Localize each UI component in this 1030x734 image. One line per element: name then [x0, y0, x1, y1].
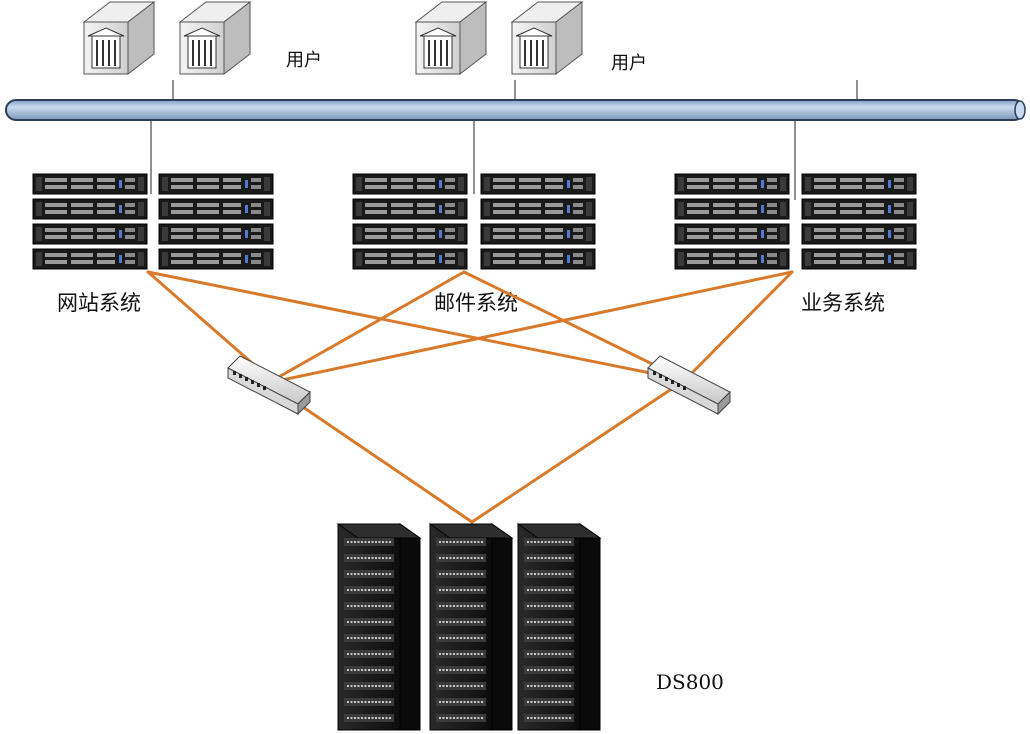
- users-label-left: 用户: [286, 50, 322, 71]
- rack-server-icon: [480, 223, 596, 245]
- storage-rack-icon: [517, 523, 601, 731]
- user-group-right: 用户: [415, 1, 647, 75]
- user-computer-icon: [415, 1, 487, 75]
- storage-label: DS800: [656, 670, 724, 694]
- rack-server-icon: [158, 248, 274, 270]
- rack-server-icon: [801, 173, 917, 195]
- rack-server-icon: [674, 198, 790, 220]
- rack-server-icon: [480, 248, 596, 270]
- bus-drop-lines: [150, 80, 858, 200]
- rack-server-icon: [352, 248, 468, 270]
- rack-server-icon: [352, 198, 468, 220]
- rack-server-icon: [480, 198, 596, 220]
- web-system-label: 网站系统: [57, 291, 141, 315]
- business-system-label: 业务系统: [801, 291, 885, 315]
- rack-server-icon: [480, 173, 596, 195]
- storage-rack-icon: [429, 523, 513, 731]
- rack-server-icon: [158, 223, 274, 245]
- rack-server-icon: [352, 173, 468, 195]
- user-group-left: 用户: [83, 1, 322, 75]
- user-computer-icon: [179, 1, 251, 75]
- server-group-mail: 邮件系统: [352, 173, 596, 315]
- rack-server-icon: [158, 173, 274, 195]
- rack-server-icon: [352, 223, 468, 245]
- rack-server-icon: [674, 223, 790, 245]
- rack-server-icon: [801, 198, 917, 220]
- mail-system-label: 邮件系统: [434, 291, 518, 315]
- users-label-right: 用户: [611, 53, 647, 74]
- rack-server-icon: [32, 248, 148, 270]
- rack-server-icon: [801, 248, 917, 270]
- storage-array-ds800: DS800: [337, 523, 724, 731]
- server-group-web: 网站系统: [32, 173, 274, 315]
- storage-rack-icon: [337, 523, 421, 731]
- rack-server-icon: [674, 173, 790, 195]
- network-backbone-bus: [5, 99, 1026, 121]
- user-computer-icon: [83, 1, 155, 75]
- rack-server-icon: [674, 248, 790, 270]
- rack-server-icon: [32, 198, 148, 220]
- user-computer-icon: [511, 1, 583, 75]
- server-group-business: 业务系统: [674, 173, 917, 315]
- rack-server-icon: [801, 223, 917, 245]
- rack-server-icon: [32, 223, 148, 245]
- switch-icon-right: [647, 355, 731, 415]
- rack-server-icon: [32, 173, 148, 195]
- rack-server-icon: [158, 198, 274, 220]
